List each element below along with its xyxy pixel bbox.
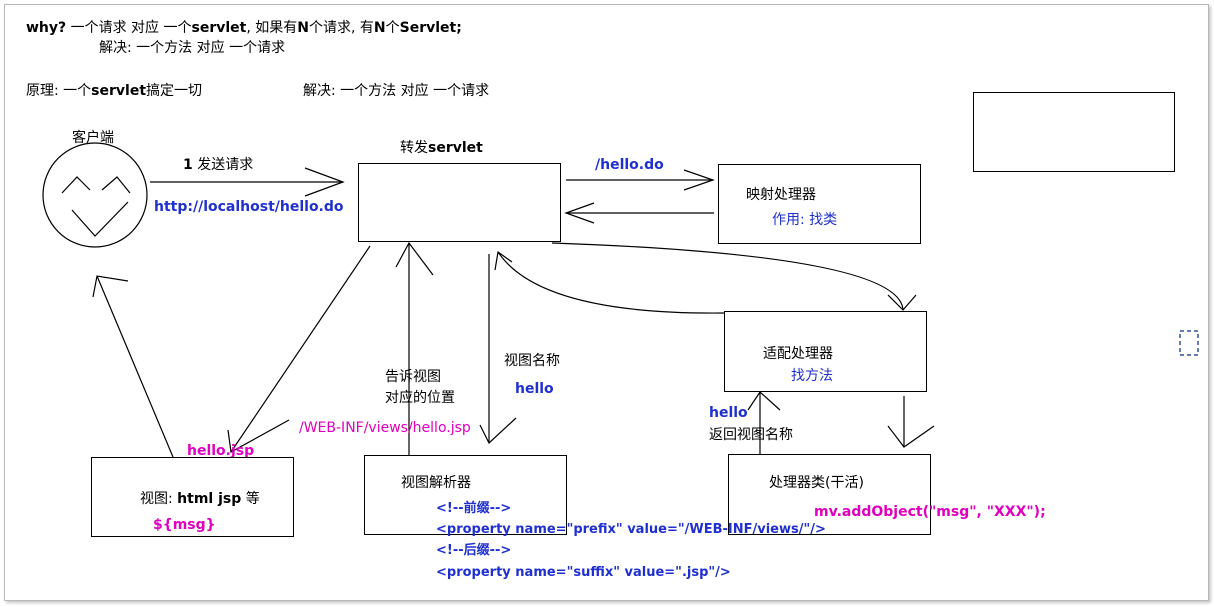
dispatcher-box	[358, 163, 561, 242]
line1-servlet2: Servlet;	[399, 20, 462, 36]
dispatcher-label: 转发servlet	[400, 139, 483, 157]
client-face-left-eye	[61, 176, 91, 194]
arrow-servlet-to-view	[230, 245, 371, 453]
principle-prefix: 原理: 一个	[26, 83, 92, 99]
line1-mid2: 个请求, 有	[309, 20, 374, 36]
arrow-view-to-client	[96, 275, 174, 458]
client-url: http://localhost/hello.do	[154, 199, 344, 215]
handler-title: 处理器类(干活)	[769, 475, 864, 491]
tell-location-line1: 告诉视图	[385, 369, 441, 385]
view-file: hello.jsp	[187, 443, 255, 459]
resolver-box	[364, 455, 567, 535]
resolver-config-1: <property name="prefix" value="/WEB-INF/…	[436, 522, 826, 537]
handler-code: mv.addObject("msg", "XXX");	[814, 504, 1046, 520]
view-name-label: 视图名称	[504, 353, 560, 369]
arrow-adapter-to-servlet	[497, 251, 725, 314]
client-circle	[42, 142, 148, 248]
handler-return-value: hello	[709, 405, 748, 421]
handler-box	[728, 454, 931, 535]
resolver-config-3: <property name="suffix" value=".jsp"/>	[436, 565, 731, 580]
arrow-servlet-to-adapter	[551, 242, 904, 311]
handler-return-label: 返回视图名称	[709, 427, 793, 443]
dispatcher-servlet: servlet	[428, 140, 483, 156]
adapter-role: 找方法	[791, 368, 833, 384]
send-request-label: 1 发送请求	[183, 156, 253, 174]
mapping-path: /hello.do	[595, 157, 664, 173]
view-title-prefix: 视图:	[140, 491, 178, 507]
mapping-role: 作用: 找类	[772, 212, 838, 228]
why-label: why?	[26, 20, 67, 36]
mapping-title: 映射处理器	[746, 187, 816, 203]
header-line1: why? 一个请求 对应 一个servlet, 如果有N个请求, 有N个Serv…	[26, 19, 462, 37]
selection-marker	[1179, 330, 1199, 356]
solution-text: 解决: 一个方法 对应 一个请求	[303, 83, 490, 99]
line1-n: N	[297, 20, 309, 36]
resolver-config-2: <!--后缀-->	[436, 543, 512, 558]
empty-box	[973, 92, 1175, 172]
view-name-value: hello	[515, 381, 554, 397]
adapter-title: 适配处理器	[763, 346, 833, 362]
principle-servlet: servlet	[91, 83, 147, 99]
line1-n2: N	[373, 20, 386, 36]
dispatcher-prefix: 转发	[400, 140, 428, 156]
line1-mid: , 如果有	[246, 20, 298, 36]
view-path: /WEB-INF/views/hello.jsp	[299, 420, 471, 436]
tell-location-line2: 对应的位置	[385, 390, 455, 406]
view-title-tech: html jsp	[177, 491, 242, 507]
line1-servlet: servlet	[191, 20, 247, 36]
view-el: ${msg}	[153, 517, 216, 533]
principle-suffix: 搞定一切	[146, 83, 203, 99]
mapping-box	[718, 164, 921, 244]
send-step-number: 1	[183, 157, 193, 173]
principle-text: 原理: 一个servlet搞定一切	[26, 82, 202, 100]
resolver-config-0: <!--前缀-->	[436, 501, 512, 516]
adapter-box	[724, 311, 927, 392]
client-face-right-eye	[101, 176, 131, 194]
line1-text: 一个请求 对应 一个	[70, 20, 192, 36]
line1-end: 个	[385, 20, 400, 36]
view-title-suffix: 等	[241, 491, 260, 507]
client-face-mouth	[71, 201, 129, 237]
send-step-text: 发送请求	[197, 157, 254, 173]
resolver-title: 视图解析器	[401, 475, 471, 491]
header-line2: 解决: 一个方法 对应 一个请求	[99, 40, 286, 56]
client-label: 客户端	[72, 130, 114, 146]
view-title: 视图: html jsp 等	[140, 490, 260, 508]
view-box	[91, 457, 294, 537]
